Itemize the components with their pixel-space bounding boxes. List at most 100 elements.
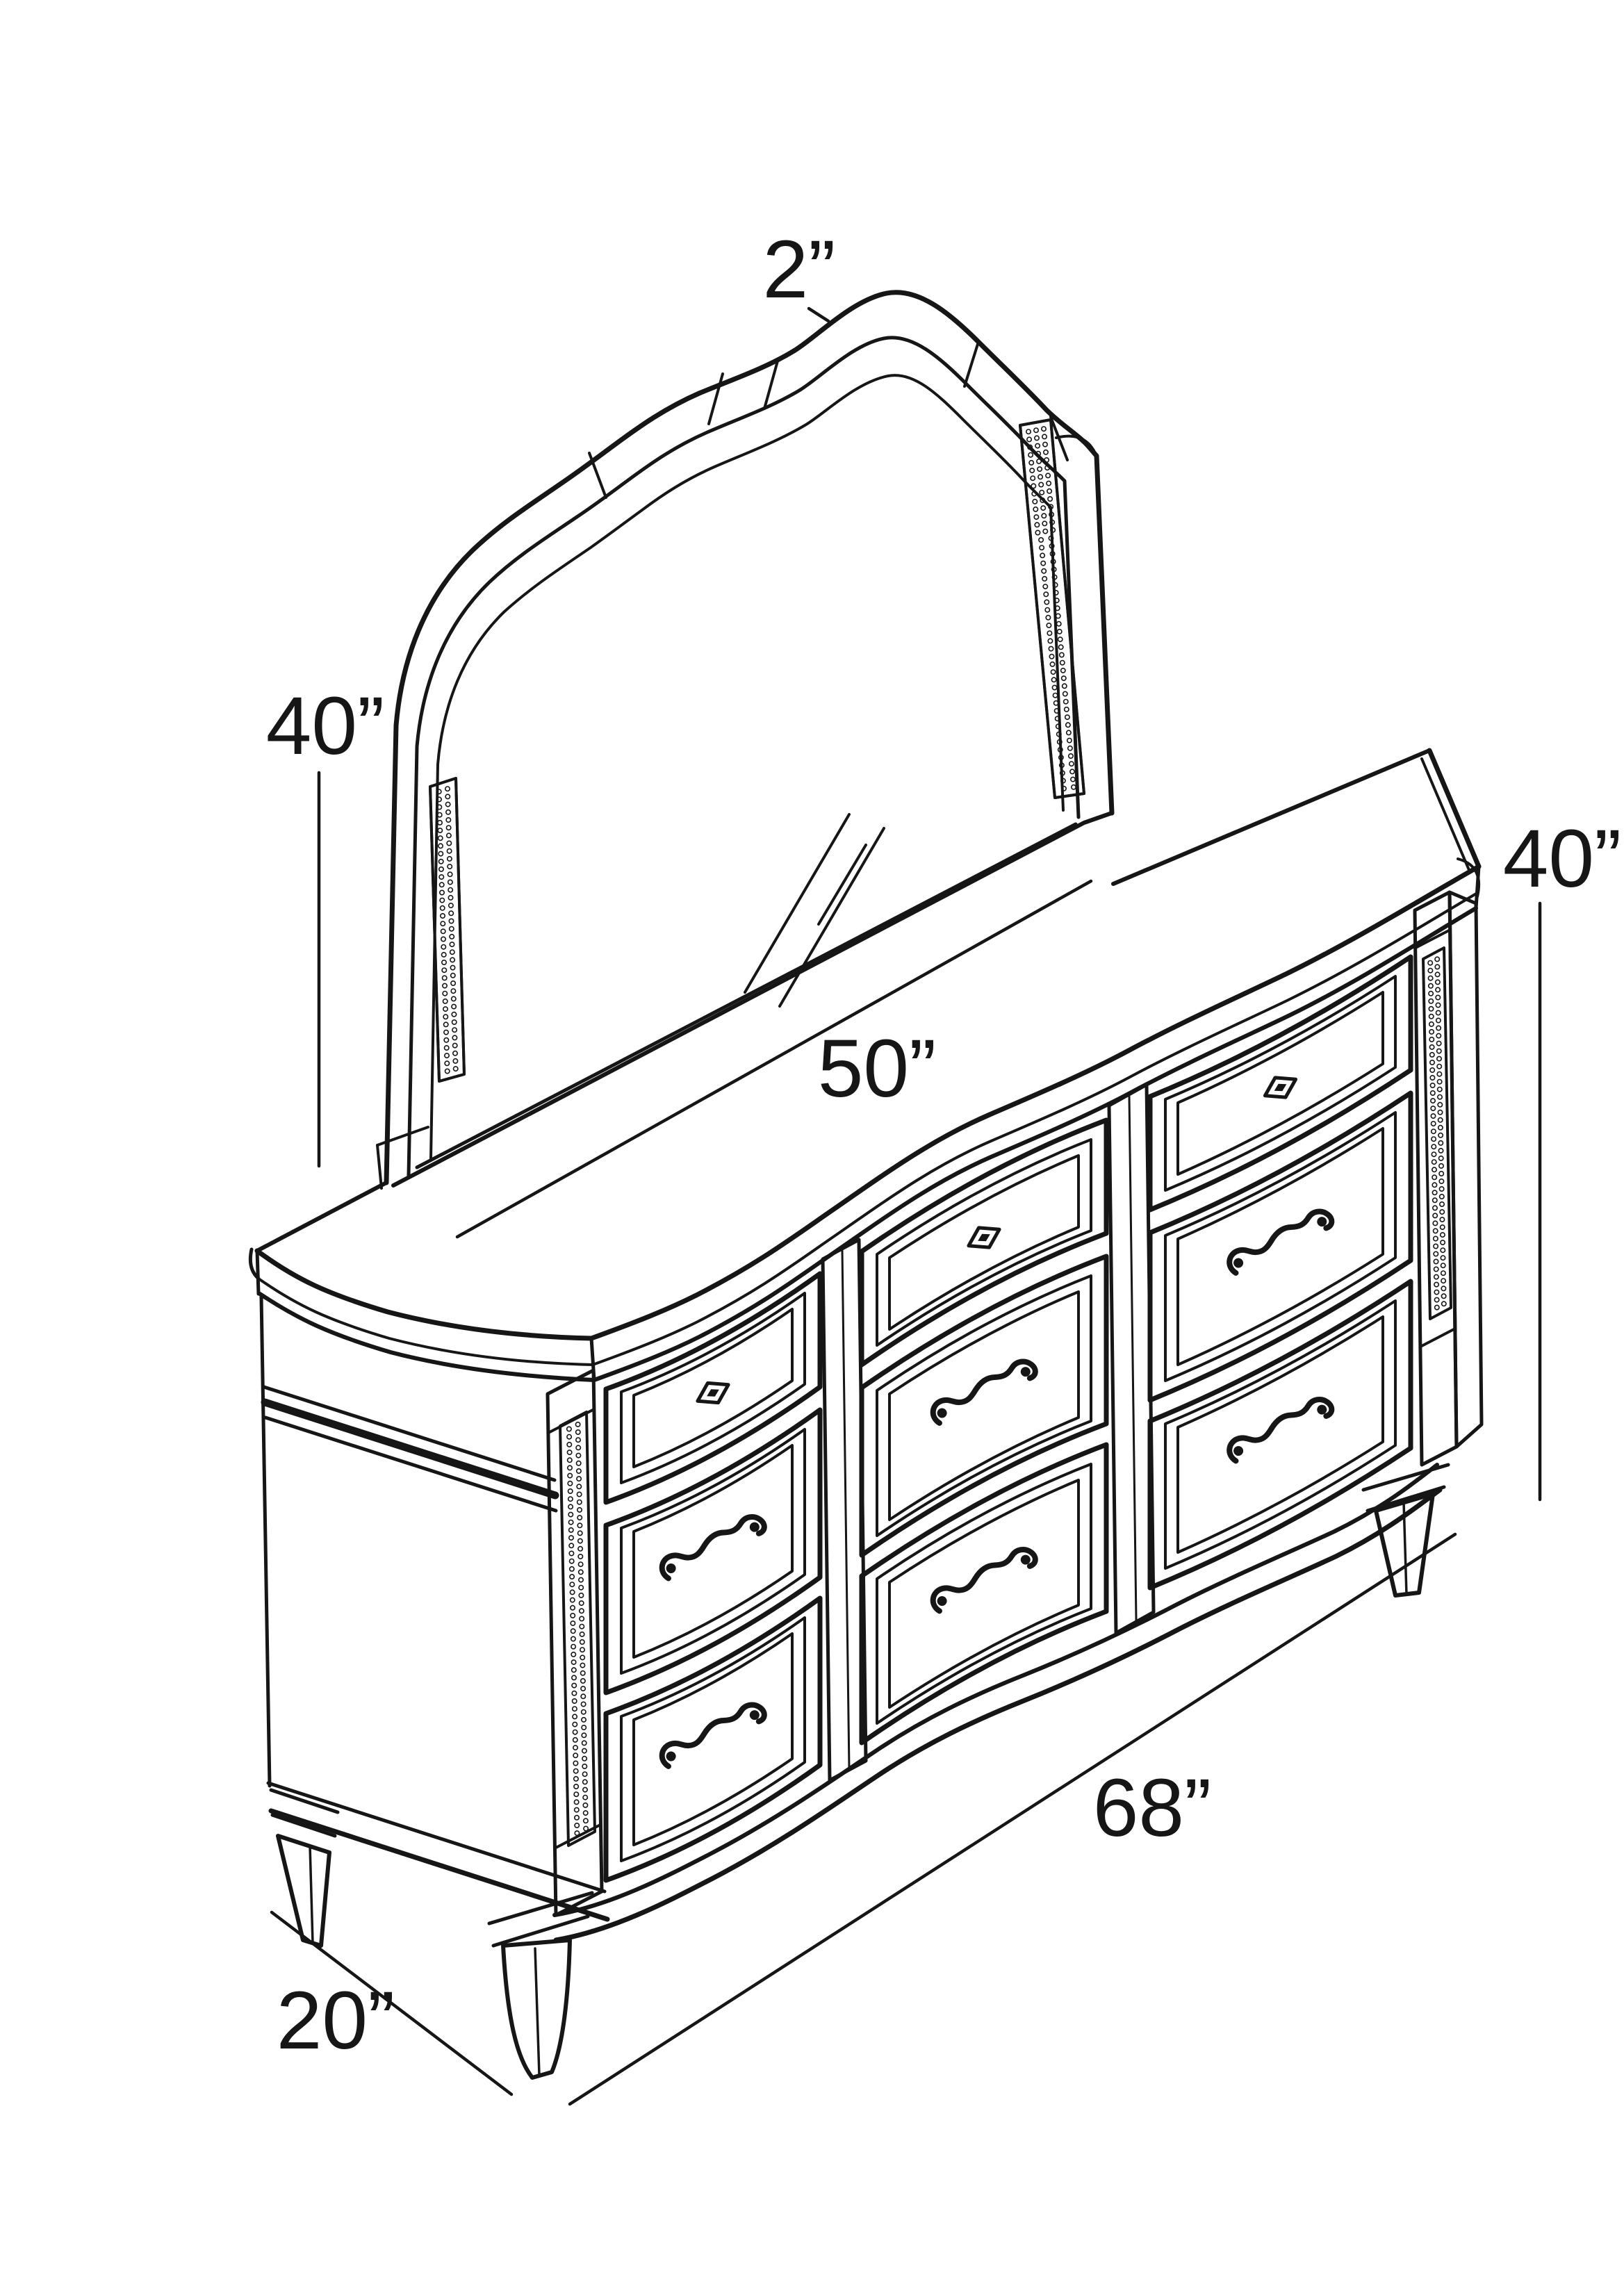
mirror-right-mesh-dot [1044, 607, 1051, 613]
dresser-right-mesh-dot [1433, 1258, 1439, 1265]
dresser-left-end-panel [259, 1295, 610, 1922]
dresser-left-mesh-dot [569, 1604, 575, 1611]
dresser-left-mesh-dot [573, 1752, 579, 1759]
mirror-right-mesh-dot [1041, 426, 1047, 432]
dresser-right-mesh-dot [1434, 1297, 1440, 1303]
mirror-left-mesh-dot [452, 1058, 459, 1064]
dresser-right-mesh-dot [1441, 1301, 1447, 1307]
mirror-left-mesh-dot [452, 1066, 459, 1072]
dresser-right-mesh-dot [1438, 1186, 1445, 1192]
mirror-right-mesh-dot [1070, 776, 1076, 782]
mirror-left-mesh-dot [442, 1006, 448, 1012]
dresser-right-mesh-dot [1429, 1083, 1436, 1089]
mirror-right-mesh-dot [1038, 536, 1044, 543]
mirror-right-mesh-dot [1045, 473, 1051, 479]
dresser-right-mesh-dot [1432, 1174, 1438, 1181]
mirror-right-mesh-dot [1041, 513, 1047, 519]
dresser-left-mesh-dot [568, 1550, 575, 1557]
mirror-right-mesh-dot [1071, 784, 1077, 790]
dresser-left-mesh-dot [580, 1670, 586, 1676]
drawer-left-bottom-panel-line-1 [620, 1616, 806, 1862]
mirror-right-mesh-dot [1063, 706, 1069, 712]
dresser-right-mesh-dot [1435, 1017, 1441, 1024]
mirror-right-mesh-dot [1043, 449, 1049, 455]
mirror-left-mesh-dot [442, 990, 448, 996]
dresser [248, 418, 1484, 2080]
dresser-left-mesh-dot [577, 1569, 584, 1575]
dresser-left-mesh [559, 1411, 596, 1847]
dresser-left-mesh-dot [581, 1725, 587, 1731]
mirror-right-mesh-dot [1054, 605, 1060, 611]
drawer-left-middle-panel-line-2 [632, 1444, 794, 1659]
drawer-center-top-panel-line-1 [876, 1138, 1092, 1347]
dresser-left-mesh-dot [582, 1787, 588, 1793]
mirror-right-mesh-dot [1028, 452, 1034, 458]
dresser-left-mesh-dot [568, 1527, 574, 1533]
mirror-left-mesh-dot [440, 928, 446, 935]
dresser-top-molding-line-1 [257, 892, 1479, 1366]
dresser-left-mesh-dot [581, 1740, 587, 1746]
mirror-left-mesh-dot [446, 855, 452, 862]
dresser-left-mesh-dot [579, 1616, 585, 1622]
dresser-right-mesh-dot [1429, 1060, 1436, 1066]
mirror-right-mesh-dot [1046, 622, 1052, 628]
mirror-left-mesh-dot [447, 864, 453, 870]
mirror-left-mesh [429, 777, 466, 1083]
dresser-left-mesh-dot [582, 1771, 588, 1777]
mirror-left-mesh-dot [441, 975, 448, 981]
mirror-right-mesh-dot [1052, 582, 1058, 588]
dresser-left-mesh-dot [569, 1597, 575, 1603]
mirror-left-mesh-dot [436, 804, 443, 810]
mirror-right-mesh-dot [1051, 566, 1057, 573]
mirror-right-mesh-dot [1047, 488, 1053, 494]
end-panel-bottom-molding-2 [268, 1808, 610, 1922]
mirror-right-mesh-dot [1031, 483, 1037, 489]
dresser-right-mesh-dot [1436, 1025, 1442, 1031]
dresser-left-mesh-dot [583, 1825, 589, 1832]
mirror-left-mesh-dot [450, 964, 456, 971]
drawer-right-middle-panel-line-2 [1176, 1127, 1384, 1366]
drawer-center-middle [859, 1254, 1109, 1558]
mirror-left-mesh-dot [439, 905, 445, 911]
dresser-left-mesh-dot [571, 1675, 577, 1681]
mirror-left-mesh-dot [445, 809, 451, 815]
mirror-left-mesh-dot [451, 1003, 457, 1010]
dresser-right-mesh-dot [1432, 1205, 1438, 1211]
mirror-right-mesh-dot [1032, 498, 1038, 504]
dimension-annotations: 2” 40” 50” 40” 68” 20” [266, 224, 1621, 2106]
mirror-left-mesh-dot [441, 951, 447, 958]
mirror-right-mesh-dot [1049, 653, 1055, 659]
dresser-right-mesh-dot [1435, 1002, 1441, 1008]
knob-center-top [963, 1220, 1004, 1256]
mirror-frame-joints [588, 340, 1097, 499]
dresser-right-mesh-dot [1430, 1106, 1436, 1112]
dresser-left-mesh-dot [573, 1807, 580, 1813]
dresser-left-mesh-dot [576, 1499, 582, 1505]
mirror-right-mesh-dot [1061, 683, 1067, 689]
drawer-right-middle [1147, 1090, 1413, 1403]
mirror-left-mesh-dot [450, 988, 457, 994]
dresser-right-mesh-dot [1432, 1167, 1438, 1173]
mirror-right-mesh-dot [1050, 669, 1056, 675]
dresser-left-mesh-dot [581, 1732, 587, 1739]
mirror-left-mesh-dot [449, 933, 455, 939]
dresser-right-mesh-dot [1430, 1113, 1436, 1119]
mirror-left-mesh-dot [448, 918, 454, 924]
drawer-left-top-panel-line-2 [632, 1308, 794, 1468]
leg-front-right [1361, 1463, 1450, 1598]
dresser-right-mesh-dot [1436, 1040, 1442, 1046]
drawer-right-bottom-panel-line-1 [1164, 1299, 1397, 1570]
dresser-right-mesh-dot [1437, 1101, 1443, 1108]
mirror-right-mesh-outline [1019, 418, 1085, 799]
mirror-right-mesh-dot [1064, 714, 1070, 721]
dresser-left-mesh-dot [577, 1515, 583, 1521]
mirror-right-mesh-dot [1049, 519, 1056, 525]
dresser-left-mesh-dot [582, 1818, 589, 1824]
mirror-left-mesh-dot [450, 972, 456, 978]
mirror-right-mesh-dot [1035, 450, 1042, 457]
dresser-left-mesh-dot [577, 1561, 584, 1568]
dresser-left-mesh-dot [578, 1600, 584, 1607]
mirror-right-mesh-dot [1056, 739, 1063, 745]
dresser-left-mesh-dot [576, 1506, 582, 1513]
